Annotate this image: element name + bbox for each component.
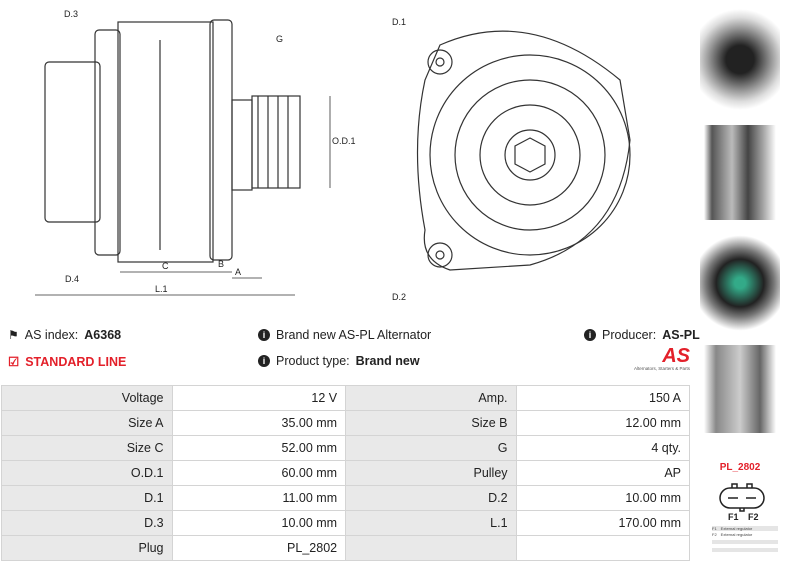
spec-value: 12 V	[171, 385, 347, 411]
spec-label: Amp.	[345, 385, 517, 411]
spec-label: Plug	[1, 535, 173, 561]
spec-label: Pulley	[345, 460, 517, 486]
plug-connector-icon	[719, 483, 765, 512]
info-icon: i	[258, 355, 270, 367]
label-l1: L.1	[155, 284, 168, 294]
spec-value: 10.00 mm	[171, 510, 347, 536]
product-photo-front[interactable]	[700, 2, 780, 117]
as-pl-logo: AS Alternators, Starters & Parts	[633, 345, 690, 371]
spec-label: Size C	[1, 435, 173, 461]
info-icon: i	[258, 329, 270, 341]
label-d1: D.1	[392, 17, 406, 27]
product-photo-angle[interactable]	[700, 345, 780, 433]
spec-value	[515, 535, 691, 561]
plug-pin-f1: F1	[728, 512, 739, 522]
spec-label: Size B	[345, 410, 517, 436]
spec-value: 12.00 mm	[515, 410, 691, 436]
spec-value: 60.00 mm	[171, 460, 347, 486]
product-photo-side[interactable]	[700, 125, 780, 220]
label-g: G	[276, 34, 283, 44]
spec-value: PL_2802	[171, 535, 347, 561]
spec-label: Voltage	[1, 385, 173, 411]
spec-label	[345, 535, 517, 561]
label-c: C	[162, 261, 169, 271]
spec-value: 11.00 mm	[171, 485, 347, 511]
product-photo-rear[interactable]	[700, 228, 780, 338]
spec-label: Size A	[1, 410, 173, 436]
spec-value: 52.00 mm	[171, 435, 347, 461]
plug-pin-f2: F2	[748, 512, 759, 522]
label-b: B	[218, 259, 224, 269]
spec-label: D.2	[345, 485, 517, 511]
label-d2: D.2	[392, 292, 406, 302]
spec-value: 35.00 mm	[171, 410, 347, 436]
spec-value: 10.00 mm	[515, 485, 691, 511]
side-view-drawing: D.3 D.4 G O.D.1 C B A L.1	[35, 9, 356, 296]
label-d3: D.3	[64, 9, 78, 19]
spec-label: D.1	[1, 485, 173, 511]
spec-label: D.3	[1, 510, 173, 536]
spec-value: AP	[515, 460, 691, 486]
check-square-icon: ☑	[8, 355, 20, 369]
front-view-drawing: D.1 D.2	[392, 17, 631, 302]
as-index: ⚑ AS index:A6368	[8, 328, 122, 342]
spec-value: 170.00 mm	[515, 510, 691, 536]
spec-label: L.1	[345, 510, 517, 536]
spec-value: 4 qty.	[515, 435, 691, 461]
spec-label: G	[345, 435, 517, 461]
label-od1: O.D.1	[332, 136, 356, 146]
label-d4: D.4	[65, 274, 79, 284]
standard-line-badge: ☑STANDARD LINE	[8, 354, 127, 370]
label-a: A	[235, 267, 241, 277]
plug-code: PL_2802	[719, 462, 761, 473]
tags-icon: ⚑	[8, 328, 19, 342]
info-icon: i	[584, 329, 596, 341]
spec-value: 150 A	[515, 385, 691, 411]
spec-label: O.D.1	[1, 460, 173, 486]
